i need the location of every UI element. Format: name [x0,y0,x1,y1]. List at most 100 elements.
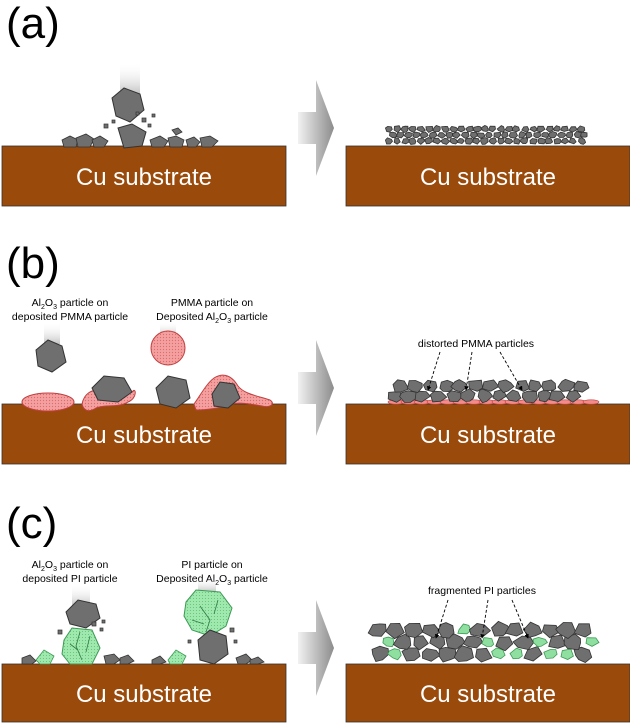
coating-fragment [553,138,562,145]
coating-fragment [548,390,566,403]
coating-fragment [453,645,474,662]
coating-fragment [565,390,582,403]
pi-fragment [532,636,548,648]
coating-fragment [416,125,426,133]
coating-fragment [452,132,461,139]
pi-particle [61,627,101,665]
coating-fragment [432,137,442,145]
coating-fragment [480,137,489,145]
coating-fragment [573,623,592,638]
annotation-fragmented-pi: fragmented PI particles [428,585,536,597]
annotation-arrows-c [434,599,529,639]
pi-fragment [481,637,495,647]
coating-fragment [541,624,560,639]
coating-fragment [568,126,578,133]
coating-fragment [493,131,502,139]
coating-fragment [424,137,433,145]
coating-fragment [441,125,450,133]
coating-fragment [408,126,417,134]
annotation-arrows-b [426,351,523,391]
coating-fragment [460,131,470,139]
particle-trail [120,62,140,94]
coating-fragment [413,635,429,651]
coating-fragment [438,646,457,663]
coating-fragment [537,389,552,403]
cu-substrate-left-c [1,663,287,723]
coating-fragment [522,621,543,638]
panel-b: (b) Al2O3 particle on deposited PMMA par… [1,239,630,465]
caption-al2o3-on-pi: Al2O3 particle on [32,559,109,573]
ceramic-particle [197,629,229,665]
coating-fragment [371,645,389,662]
coating-fragment [416,137,426,145]
coating-fragment [460,388,476,402]
pi-fragment [457,623,472,635]
coating-fragment [495,636,514,652]
coating-fragment [488,125,496,133]
coating-fragment [393,125,402,134]
coating-fragment [412,131,421,139]
coating-fragment [557,378,576,392]
coating-fragment [565,131,574,139]
coating-fragment [464,137,474,145]
coating-fragment [449,126,459,133]
coating-fragment [456,125,466,133]
coating-fragment [481,379,500,392]
coating-fragment [573,131,582,139]
coating-fragment [485,131,493,139]
coating-fragment [420,131,429,139]
coating-fragment [439,379,456,393]
substrate-label-left-b: Cu substrate [76,422,212,449]
panel-a-letter: (a) [6,0,60,48]
coating-fragment [477,388,494,404]
caption-pi-on-al2o3: PI particle on [181,559,242,571]
coating-fragment [429,635,446,650]
coating-fragment [465,125,474,133]
particle-trail [198,578,216,592]
coating-fragment [472,125,483,133]
coating-fragment [446,390,463,403]
dense-ceramic-coating [384,125,588,145]
pi-fragment [585,637,600,647]
coating-fragment [553,125,561,132]
coating-fragment [425,125,434,134]
coating-fragment [513,137,521,145]
deposited-fragments-left-a [61,127,219,148]
caption-al2o3-on-pi-line2: deposited PI particle [22,573,117,585]
coating-fragment [541,379,557,392]
coating-fragment [512,635,535,651]
coating-fragment [568,137,577,145]
coating-fragment [528,379,542,392]
coating-fragment [508,132,518,139]
coating-fragment [556,131,567,138]
ceramic-particle [65,599,101,629]
coating-fragment [505,389,522,402]
coating-fragment [548,130,558,139]
coating-fragment [384,125,393,133]
coating-fragment [545,125,554,133]
coating-fragment [521,390,538,403]
coating-fragment [472,137,481,145]
cu-substrate-left-b [1,403,287,465]
coating-fragment [497,137,505,145]
coating-fragment [544,137,554,145]
pmma-particle [150,330,186,366]
coating-fragment [445,633,466,650]
pi-fragment [560,648,574,660]
pmma-splat [21,392,75,412]
coating-fragment [414,390,432,403]
fragment-debris [187,627,238,644]
coating-fragment [449,137,459,145]
coating-fragment [401,647,421,662]
ceramic-particle [91,375,133,403]
coating-fragment [387,390,403,403]
coating-fragment [428,131,438,139]
pi-crack-lines [191,599,219,633]
deposited-fragments-left-c2 [151,649,265,665]
coating-fragment [440,137,451,145]
particle-trail [72,584,90,606]
coating-fragment [501,131,509,139]
ceramic-particle [35,339,67,373]
coating-fragment [437,622,455,639]
coating-fragment [392,379,410,393]
